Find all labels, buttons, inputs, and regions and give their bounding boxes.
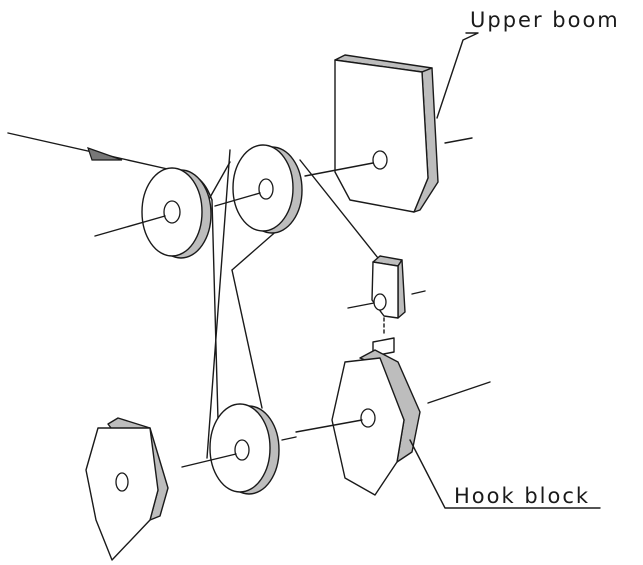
wire-rope [171, 149, 379, 459]
sheave-2 [214, 144, 303, 234]
upper-boom-leader-line [436, 32, 479, 119]
hook-block-plate [295, 349, 491, 496]
upper-boom-label: Upper boom [470, 8, 620, 32]
upper-boom-plate [304, 54, 473, 213]
rope-direction-arrow [87, 147, 123, 161]
hook-block-pin-hole [360, 408, 376, 428]
sheave-3 [181, 403, 297, 495]
dead-end-clevis [347, 255, 426, 357]
sheave-2-shaft [214, 192, 261, 207]
sheave-3-shaft [181, 453, 237, 468]
upper-boom-pin-hole [372, 150, 388, 170]
side-plate [85, 417, 169, 561]
upper-boom-shaft [304, 162, 374, 177]
incoming-rope [7, 132, 173, 171]
sheave-1 [94, 167, 212, 259]
sheave-1-shaft [94, 215, 166, 237]
hook-block-shaft [295, 419, 363, 433]
hook-block-label: Hook block [454, 484, 591, 508]
hook-block-leader-line [409, 439, 601, 509]
